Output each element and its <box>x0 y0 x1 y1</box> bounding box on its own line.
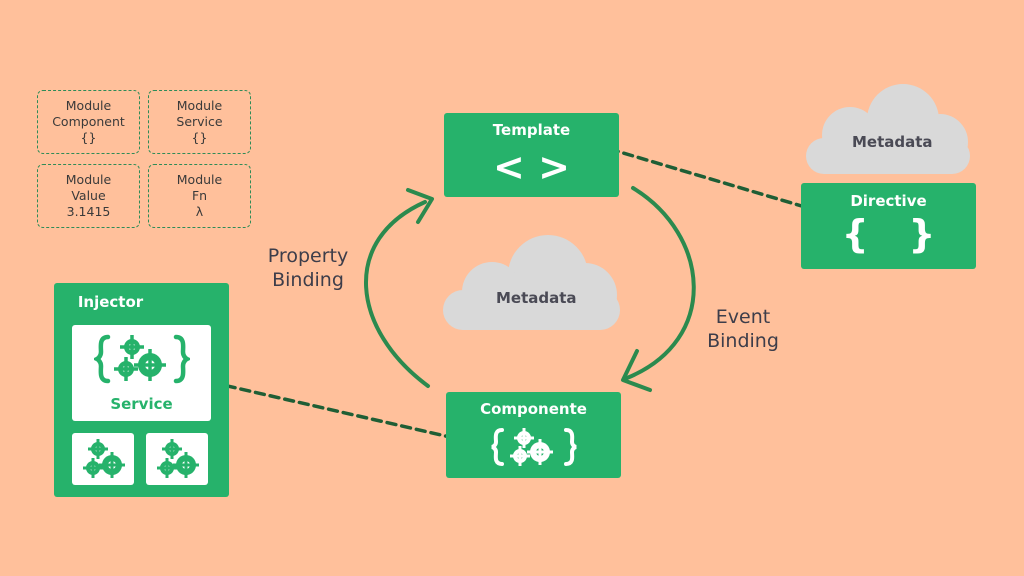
module-component-line1: Module <box>65 98 112 113</box>
metadata-cloud-top-label: Metadata <box>852 133 933 151</box>
module-component-line3: {} <box>80 130 97 145</box>
template-box: Template < > <box>444 113 619 197</box>
module-fn-line2: Fn <box>191 188 208 203</box>
gears-icon <box>157 439 199 478</box>
componente-title: Componente <box>480 400 587 418</box>
event-binding-line1: Event <box>715 306 771 328</box>
gears-icon <box>83 439 125 478</box>
module-value-box: Module Value 3.1415 <box>37 164 140 228</box>
module-component-box: Module Component {} <box>37 90 140 154</box>
service-label: Service <box>110 395 173 413</box>
service-componente-connector <box>195 377 476 454</box>
module-service-line2: Service <box>176 114 223 129</box>
module-fn-line1: Module <box>176 172 223 187</box>
metadata-cloud-top <box>806 84 970 174</box>
componente-box: Componente <box>446 392 621 478</box>
module-value-line1: Module <box>65 172 112 187</box>
module-service-line3: {} <box>191 130 208 145</box>
property-binding-label: Property Binding <box>258 244 358 292</box>
directive-template-connector <box>592 132 807 209</box>
directive-braces-icon: { } <box>841 212 936 256</box>
module-service-box: Module Service {} <box>148 90 251 154</box>
metadata-cloud-center <box>443 235 620 330</box>
gears-card-right <box>146 433 208 485</box>
directive-box: Directive { } <box>801 183 976 269</box>
module-fn-box: Module Fn λ <box>148 164 251 228</box>
metadata-cloud-center-label: Metadata <box>496 289 577 307</box>
property-binding-line2: Binding <box>272 269 344 291</box>
module-component-line2: Component <box>52 114 125 129</box>
module-value-line2: Value <box>71 188 106 203</box>
componente-gears-icon <box>491 428 577 466</box>
gears-card-left <box>72 433 134 485</box>
module-service-line1: Module <box>176 98 223 113</box>
template-title: Template <box>492 121 571 139</box>
injector-box: Injector <box>54 283 229 497</box>
module-fn-line3: λ <box>195 204 204 219</box>
service-card: Service <box>72 325 211 421</box>
directive-title: Directive <box>850 192 927 210</box>
event-binding-label: Event Binding <box>697 305 789 353</box>
module-value-line3: 3.1415 <box>66 204 111 219</box>
event-binding-line2: Binding <box>707 330 779 352</box>
service-gears-icon <box>94 334 190 384</box>
event-binding-arrow <box>621 186 696 392</box>
property-binding-arrow <box>364 188 434 388</box>
template-angle-brackets-icon: < > <box>493 145 570 189</box>
injector-title: Injector <box>77 293 144 311</box>
property-binding-line1: Property <box>267 245 349 267</box>
